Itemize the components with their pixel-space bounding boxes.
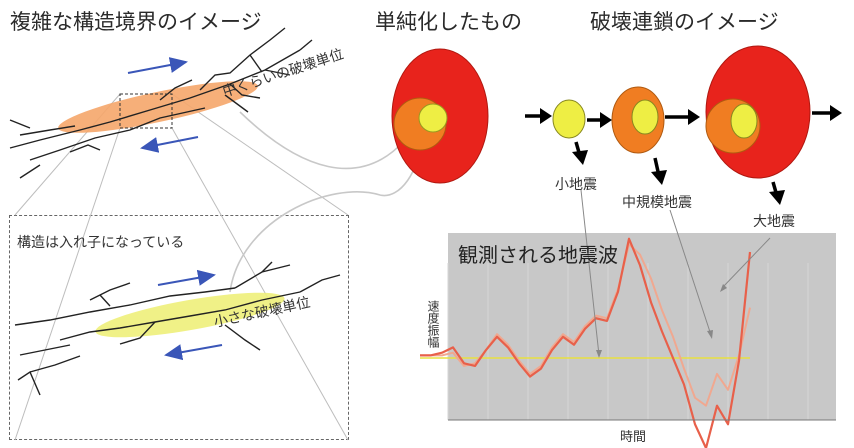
slip-arrow-top-right	[127, 57, 188, 74]
chart-series-line-2	[420, 237, 752, 448]
quake-callout-lines	[580, 189, 771, 358]
label-large-quake: 大地震	[753, 214, 795, 230]
connector-curve-small	[229, 139, 421, 293]
chart-background	[448, 233, 836, 420]
crack-lines-bottom	[14, 261, 341, 396]
zoom-selection-box	[119, 93, 173, 129]
crack-lines-top	[9, 27, 313, 179]
slip-arrow-top-left	[140, 136, 199, 153]
label-small-quake: 小地震	[555, 177, 597, 193]
zoom-guide-lines	[14, 93, 349, 441]
chain-arrows	[525, 105, 842, 205]
chain-stage-large	[705, 45, 811, 179]
chain-stage-medium	[611, 86, 665, 154]
nested-structure-box	[9, 215, 349, 440]
label-medium-quake: 中規模地震	[622, 195, 692, 211]
chart-xlabel: 時間	[620, 430, 647, 445]
chart-title: 観測される地震波	[458, 243, 618, 267]
slip-arrow-bottom-left	[164, 344, 223, 361]
slip-arrow-bottom-right	[157, 269, 216, 286]
chart-ylabel: 速度振幅	[426, 300, 440, 348]
title-rupture-chain: 破壊連鎖のイメージ	[590, 10, 779, 34]
title-complex-boundary: 複雑な構造境界のイメージ	[10, 10, 262, 34]
chart-series-group	[420, 237, 752, 448]
chain-stage-small	[552, 99, 586, 139]
connector-curve-medium	[239, 111, 406, 170]
title-simplified: 単純化したもの	[375, 10, 522, 34]
chart-series-line-1	[420, 243, 751, 407]
small-rupture-ellipse	[95, 292, 285, 338]
label-nested-structure: 構造は入れ子になっている	[17, 235, 185, 251]
simplified-circles	[391, 48, 489, 184]
